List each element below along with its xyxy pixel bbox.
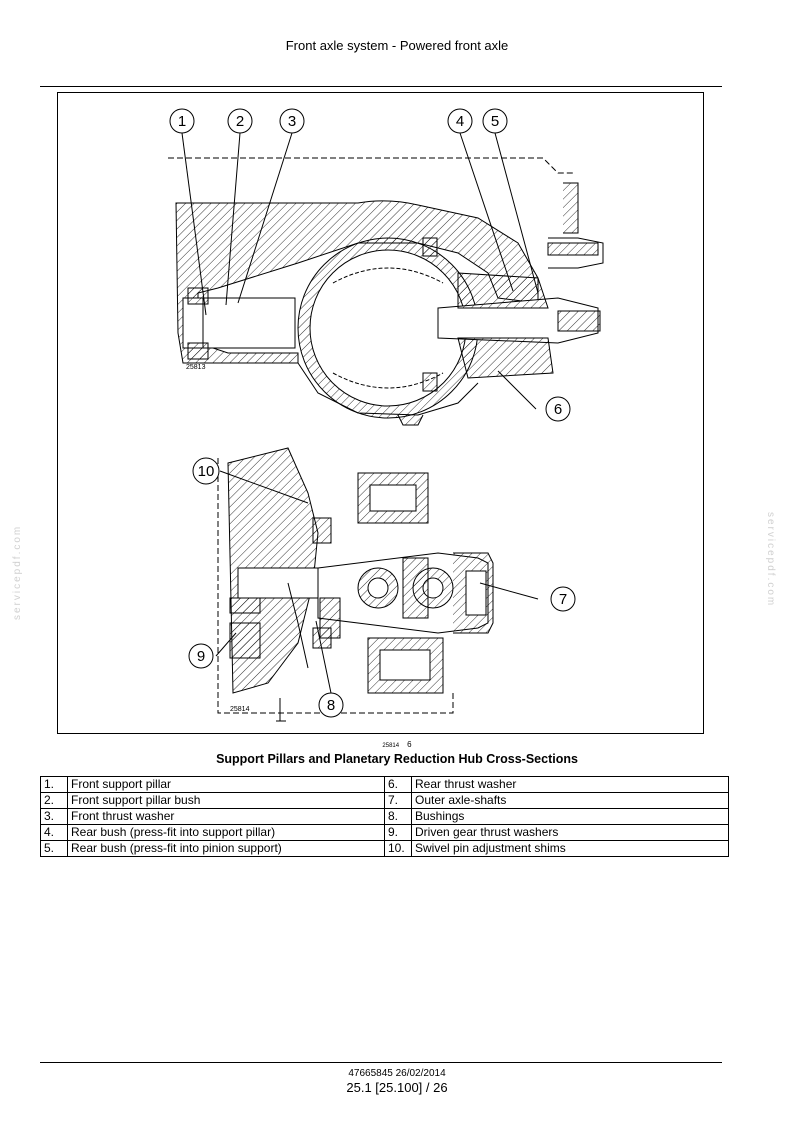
legend-left-number: 1. [40, 776, 68, 793]
svg-text:1: 1 [178, 113, 186, 130]
legend-left-text: Rear bush (press-fit into pinion support… [67, 840, 385, 857]
watermark-left: servicepdf.com [12, 524, 23, 620]
callout-6: 6 [545, 396, 571, 422]
svg-text:4: 4 [456, 113, 464, 130]
footer-page-number: 25.1 [25.100] / 26 [346, 1080, 448, 1095]
svg-text:8: 8 [327, 697, 335, 714]
legend-right-text: Swivel pin adjustment shims [411, 840, 729, 857]
callout-9: 9 [188, 643, 214, 669]
callout-3: 3 [279, 108, 305, 134]
callout-10: 10 [192, 457, 220, 485]
cross-section-figure: 1 2 3 4 5 6 7 8 [57, 92, 704, 734]
cross-section-drawing: 1 2 3 4 5 6 7 8 [168, 108, 604, 722]
image-code-upper: 25813 [186, 364, 206, 371]
legend-right-text: Rear thrust washer [411, 776, 729, 793]
lower-drawing [217, 447, 494, 722]
legend-left-text: Rear bush (press-fit into support pillar… [67, 824, 385, 841]
callout-5: 5 [482, 108, 508, 134]
footer-doc-ref: 47665845 26/02/2014 [348, 1068, 446, 1079]
legend-left-number: 4. [40, 824, 68, 841]
figure-ref-code: 25814 [382, 743, 400, 749]
svg-text:2: 2 [236, 113, 244, 130]
figure-ref-number: 6 [407, 740, 412, 749]
svg-text:3: 3 [288, 113, 296, 130]
legend-left-text: Front thrust washer [67, 808, 385, 825]
svg-text:5: 5 [491, 113, 499, 130]
watermark-right: servicepdf.com [765, 512, 776, 608]
svg-text:9: 9 [197, 648, 205, 665]
legend-right-number: 9. [384, 824, 412, 841]
callout-8: 8 [318, 692, 344, 718]
legend-left-number: 3. [40, 808, 68, 825]
header-rule [40, 86, 722, 87]
leader-lines [181, 132, 539, 694]
legend-left-text: Front support pillar bush [67, 792, 385, 809]
callout-7: 7 [550, 586, 576, 612]
legend-left-number: 2. [40, 792, 68, 809]
callout-1: 1 [169, 108, 195, 134]
legend-right-number: 6. [384, 776, 412, 793]
callout-4: 4 [447, 108, 473, 134]
legend-right-number: 10. [384, 840, 412, 857]
legend-row: 4.Rear bush (press-fit into support pill… [40, 824, 729, 841]
callout-2: 2 [227, 108, 253, 134]
svg-text:7: 7 [559, 591, 567, 608]
legend-right-text: Bushings [411, 808, 729, 825]
legend-left-text: Front support pillar [67, 776, 385, 793]
legend-right-number: 8. [384, 808, 412, 825]
upper-drawing [168, 157, 604, 426]
legend-right-text: Outer axle-shafts [411, 792, 729, 809]
footer-rule [40, 1062, 722, 1063]
svg-text:6: 6 [554, 401, 562, 418]
legend-right-text: Driven gear thrust washers [411, 824, 729, 841]
figure-caption: Support Pillars and Planetary Reduction … [216, 752, 578, 766]
image-code-lower: 25814 [230, 706, 250, 713]
legend-right-number: 7. [384, 792, 412, 809]
legend-left-number: 5. [40, 840, 68, 857]
figure-reference: 25814 6 [0, 740, 794, 749]
legend-row: 5.Rear bush (press-fit into pinion suppo… [40, 840, 729, 857]
page-header-title: Front axle system - Powered front axle [285, 38, 509, 53]
svg-text:10: 10 [198, 463, 215, 480]
